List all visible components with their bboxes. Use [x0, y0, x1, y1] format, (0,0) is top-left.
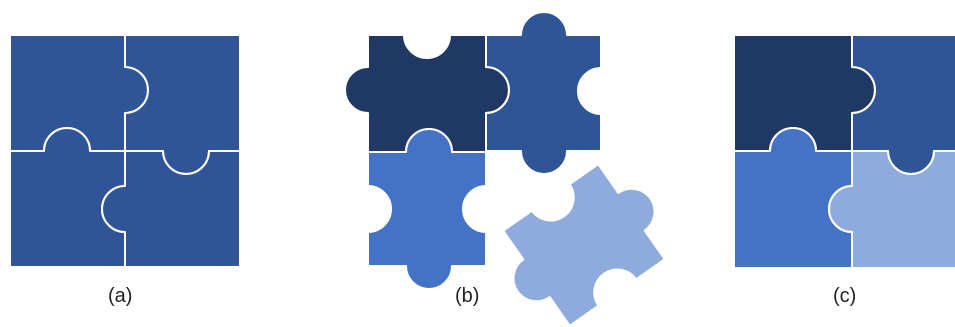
panel-a-assembled-puzzle — [10, 35, 240, 267]
puzzle-piece-loose — [484, 151, 683, 327]
caption-c: (c) — [833, 284, 856, 308]
puzzle-piece-bottom-left — [368, 129, 486, 289]
caption-a: (a) — [108, 284, 132, 308]
caption-b: (b) — [455, 284, 479, 308]
panel-c-assembled-colored-puzzle — [734, 35, 955, 268]
panel-b-scattered-pieces — [345, 12, 684, 327]
